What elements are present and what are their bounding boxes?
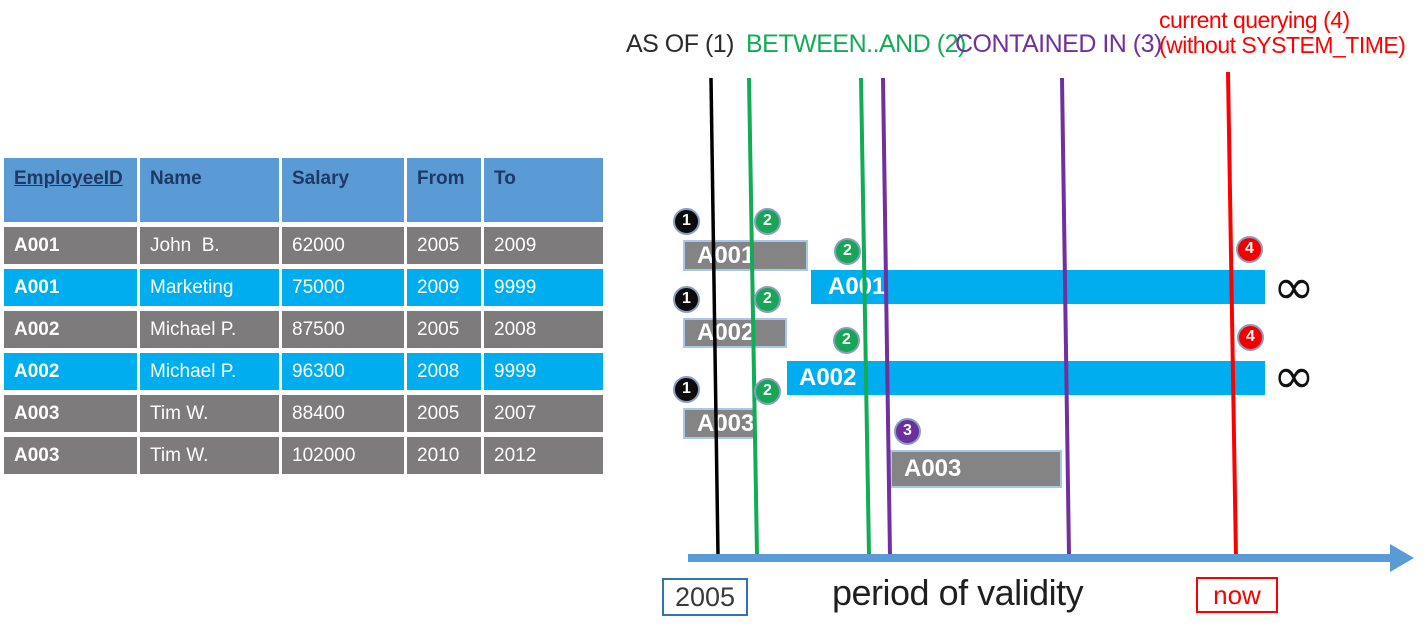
cell-from: 2005 [407, 311, 481, 348]
cell-to: 2008 [484, 311, 603, 348]
contained-start-line [881, 77, 892, 557]
badge-2: 2 [754, 286, 781, 313]
cell-name: Michael P. [140, 311, 279, 348]
between-start-line [747, 77, 759, 557]
bar-label: A001 [697, 241, 755, 269]
table-row-highlighted: A002 Michael P. 96300 2008 9999 [4, 353, 603, 390]
validity-bar-a002-current: A002 [787, 361, 1265, 395]
validity-bar-a002-old: A002 [683, 318, 787, 348]
badge-1: 1 [673, 376, 700, 403]
cell-name: John B. [140, 227, 279, 264]
badge-3: 3 [894, 418, 921, 445]
validity-bar-a003-second: A003 [890, 450, 1062, 488]
bar-label: A002 [799, 364, 857, 391]
cell-to: 2007 [484, 395, 603, 432]
cell-to: 2009 [484, 227, 603, 264]
table-row: A001 John B. 62000 2005 2009 [4, 227, 603, 264]
legend-contained-in: CONTAINED IN (3) [955, 30, 1162, 58]
badge-4: 4 [1236, 236, 1263, 263]
time-axis-arrowhead-icon [1390, 544, 1414, 572]
table-row: A003 Tim W. 88400 2005 2007 [4, 395, 603, 432]
legend-current-querying: current querying (4) (without SYSTEM_TIM… [1159, 7, 1406, 58]
badge-2: 2 [754, 208, 781, 235]
cell-to: 9999 [484, 269, 603, 306]
bar-label: A003 [697, 409, 755, 437]
cell-to: 9999 [484, 353, 603, 390]
cell-salary: 88400 [282, 395, 404, 432]
cell-salary: 96300 [282, 353, 404, 390]
validity-bar-a003-old: A003 [683, 408, 755, 439]
cell-employeeid: A002 [4, 311, 137, 348]
cell-from: 2008 [407, 353, 481, 390]
table-row: A002 Michael P. 87500 2005 2008 [4, 311, 603, 348]
legend-between-and: BETWEEN..AND (2) [746, 30, 966, 58]
cell-name: Marketing [140, 269, 279, 306]
axis-title: period of validity [832, 572, 1084, 613]
badge-2: 2 [754, 378, 781, 405]
as-of-line [709, 77, 720, 557]
cell-name: Michael P. [140, 353, 279, 390]
badge-2: 2 [833, 327, 860, 354]
cell-name: Tim W. [140, 395, 279, 432]
col-header-employeeid: EmployeeID [4, 158, 137, 222]
bar-label: A002 [697, 319, 755, 346]
cell-employeeid: A001 [4, 227, 137, 264]
infinity-icon: ∞ [1273, 347, 1315, 405]
badge-2: 2 [834, 238, 861, 265]
table-row-highlighted: A001 Marketing 75000 2009 9999 [4, 269, 603, 306]
cell-employeeid: A001 [4, 269, 137, 306]
col-header-to: To [484, 158, 603, 222]
col-header-from: From [407, 158, 481, 222]
validity-bar-a001-current: A001 [811, 270, 1265, 304]
cell-employeeid: A003 [4, 395, 137, 432]
validity-bar-a001-old: A001 [683, 240, 808, 271]
now-box: now [1196, 577, 1278, 613]
legend-as-of: AS OF (1) [626, 30, 735, 58]
cell-salary: 62000 [282, 227, 404, 264]
cell-salary: 87500 [282, 311, 404, 348]
col-header-salary: Salary [282, 158, 404, 222]
col-header-name: Name [140, 158, 279, 222]
cell-salary: 102000 [282, 437, 404, 474]
cell-employeeid: A003 [4, 437, 137, 474]
between-end-line [859, 77, 871, 557]
badge-1: 1 [673, 208, 700, 235]
employee-history-table: EmployeeID Name Salary From To A001 John… [1, 153, 606, 479]
cell-from: 2010 [407, 437, 481, 474]
cell-to: 2012 [484, 437, 603, 474]
legend-current-querying-line2: (without SYSTEM_TIME) [1159, 32, 1406, 58]
now-line [1226, 71, 1238, 559]
table-row: A003 Tim W. 102000 2010 2012 [4, 437, 603, 474]
start-year-box: 2005 [662, 578, 748, 616]
infinity-icon: ∞ [1273, 258, 1315, 316]
badge-1: 1 [673, 286, 700, 313]
cell-employeeid: A002 [4, 353, 137, 390]
contained-end-line [1060, 77, 1071, 557]
legend-current-querying-line1: current querying (4) [1159, 7, 1350, 33]
table-header-row: EmployeeID Name Salary From To [4, 158, 603, 222]
cell-salary: 75000 [282, 269, 404, 306]
cell-from: 2005 [407, 227, 481, 264]
cell-from: 2009 [407, 269, 481, 306]
cell-name: Tim W. [140, 437, 279, 474]
bar-label: A001 [828, 273, 886, 300]
badge-4: 4 [1237, 324, 1264, 351]
bar-label: A003 [904, 455, 962, 482]
cell-from: 2005 [407, 395, 481, 432]
